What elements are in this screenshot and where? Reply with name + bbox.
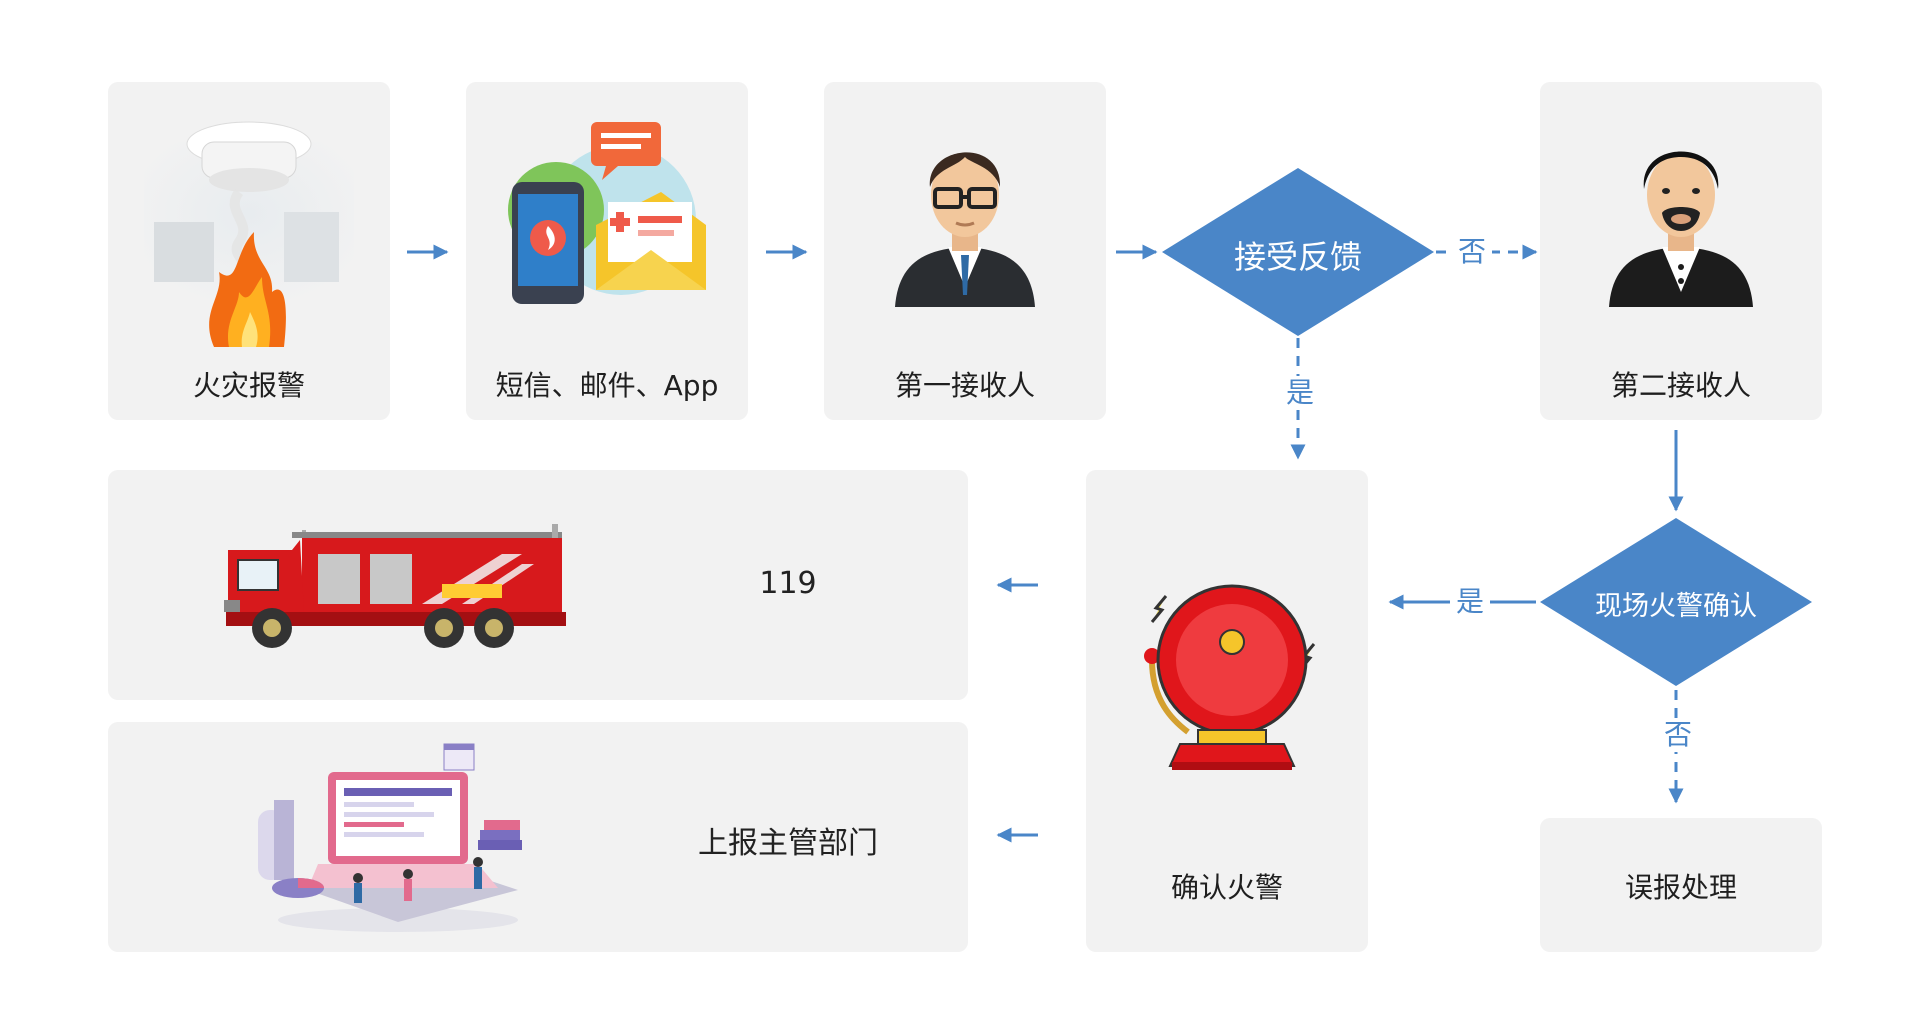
phone-mail-icon [508,122,706,304]
step-label: 第二接收人 [1610,369,1751,402]
step-false-alarm-card: 误报处理 [1540,818,1822,952]
step-notify-card: 短信、邮件、App [466,82,748,420]
step-report-card: 上报主管部门 [108,722,968,952]
edge-label-no: 否 [1452,235,1493,269]
decision-feedback: 接受反馈 [1162,168,1434,336]
fire-truck-icon [224,524,566,648]
decision-diamond-shape [1162,168,1434,336]
decision-label: 现场火警确认 [1595,591,1757,622]
step-label: 误报处理 [1624,871,1737,904]
step-label: 确认火警 [1170,871,1283,904]
edge-label-yes: 是 [1450,585,1491,619]
step-second-receiver-card: 第二接收人 [1540,82,1822,420]
smoke-detector-fire-icon [144,121,354,347]
alarm-bell-icon [1144,584,1316,770]
step-label: 短信、邮件、App [495,369,719,402]
step-label: 第一接收人 [894,369,1035,402]
step-label: 上报主管部门 [698,826,878,861]
step-label: 火灾报警 [192,369,305,402]
step-confirm-alarm-card: 确认火警 [1086,470,1368,952]
decision-diamond-shape [1540,518,1812,686]
edge-label-yes: 是 [1280,376,1321,410]
man-glasses-icon [895,152,1035,307]
step-fire-alarm-card: 火灾报警 [108,82,390,420]
step-first-receiver-card: 第一接收人 [824,82,1106,420]
office-laptop-icon [258,743,522,932]
decision-onsite-confirm: 现场火警确认 [1540,518,1812,686]
step-label: 119 [759,566,817,601]
edge-label-no: 否 [1658,718,1699,752]
man-beard-icon [1609,151,1753,307]
decision-label: 接受反馈 [1233,238,1362,276]
step-call-119-card: 119 [108,470,968,700]
